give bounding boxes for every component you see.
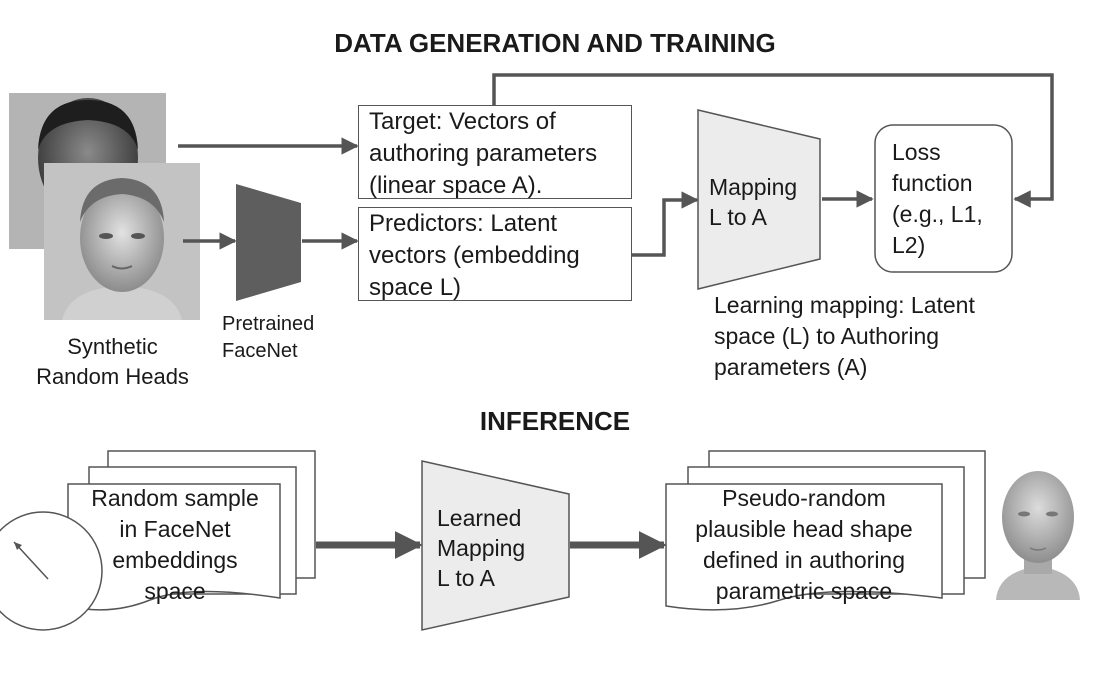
random-sample-line-1: Random sample <box>91 485 259 511</box>
target-box: Target: Vectors of authoring parameters … <box>358 105 632 199</box>
heads-caption: Synthetic Random Heads <box>20 332 205 392</box>
learning-caption: Learning mapping: Latent space (L) to Au… <box>714 290 975 383</box>
rendered-head-image <box>996 471 1080 600</box>
loss-label: Loss function (e.g., L1, L2) <box>892 137 983 261</box>
random-sample-line-2: in FaceNet <box>119 516 231 542</box>
learned-mapping-line-1: Learned <box>437 505 522 531</box>
target-line-3: (linear space A). <box>369 172 543 199</box>
training-title: DATA GENERATION AND TRAINING <box>334 28 776 58</box>
facenet-caption: Pretrained FaceNet <box>222 311 314 365</box>
arrow-target-to-loss <box>492 73 1054 208</box>
mapping-label: Mapping L to A <box>709 172 797 232</box>
predictors-line-3: space L) <box>369 274 462 301</box>
loss-line-3: (e.g., L1, <box>892 201 983 227</box>
facenet-caption-line-1: Pretrained <box>222 313 315 335</box>
heads-caption-line-2: Random Heads <box>36 364 189 389</box>
inference-title: INFERENCE <box>479 406 631 436</box>
learning-caption-line-3: parameters (A) <box>714 354 868 380</box>
mapping-line-2: L to A <box>709 204 767 230</box>
target-line-2: authoring parameters <box>369 140 598 167</box>
random-sample-page-stack <box>67 450 316 611</box>
loss-line-4: L2) <box>892 232 926 258</box>
learned-mapping-line-3: L to A <box>437 565 495 591</box>
learned-mapping-line-2: Mapping <box>437 535 526 561</box>
arrow-predictors-to-mapping <box>632 191 699 257</box>
facenet-trapezoid <box>236 184 301 301</box>
synthetic-head-image-front <box>44 163 200 320</box>
mapping-line-1: Mapping <box>709 174 798 200</box>
output-line-2: plausible head shape <box>695 516 913 542</box>
output-label: Pseudo-random plausible head shape defin… <box>668 483 940 607</box>
output-line-3: defined in authoring <box>702 547 906 573</box>
learning-caption-line-1: Learning mapping: Latent <box>714 292 975 318</box>
dial-icon <box>0 511 103 631</box>
predictors-box: Predictors: Latent vectors (embedding sp… <box>358 207 632 301</box>
output-line-4: parametric space <box>715 578 893 604</box>
predictors-line-2: vectors (embedding <box>369 242 580 269</box>
output-line-1: Pseudo-random <box>722 485 886 511</box>
output-page-stack <box>665 450 986 611</box>
mapping-trapezoid <box>697 109 821 290</box>
loss-line-1: Loss <box>892 139 941 165</box>
predictors-line-1: Predictors: Latent <box>369 210 558 237</box>
random-sample-line-4: space <box>144 578 206 604</box>
facenet-caption-line-2: FaceNet <box>222 340 298 362</box>
random-sample-label: Random sample in FaceNet embeddings spac… <box>70 483 280 607</box>
learned-mapping-label: Learned Mapping L to A <box>437 503 525 593</box>
loss-line-2: function <box>892 170 973 196</box>
learned-mapping-trapezoid <box>421 460 570 631</box>
random-sample-line-3: embeddings <box>112 547 238 573</box>
heads-caption-line-1: Synthetic <box>67 334 158 359</box>
loss-function-box <box>874 124 1013 273</box>
target-line-1: Target: Vectors of <box>369 108 556 135</box>
learning-caption-line-2: space (L) to Authoring <box>714 323 940 349</box>
